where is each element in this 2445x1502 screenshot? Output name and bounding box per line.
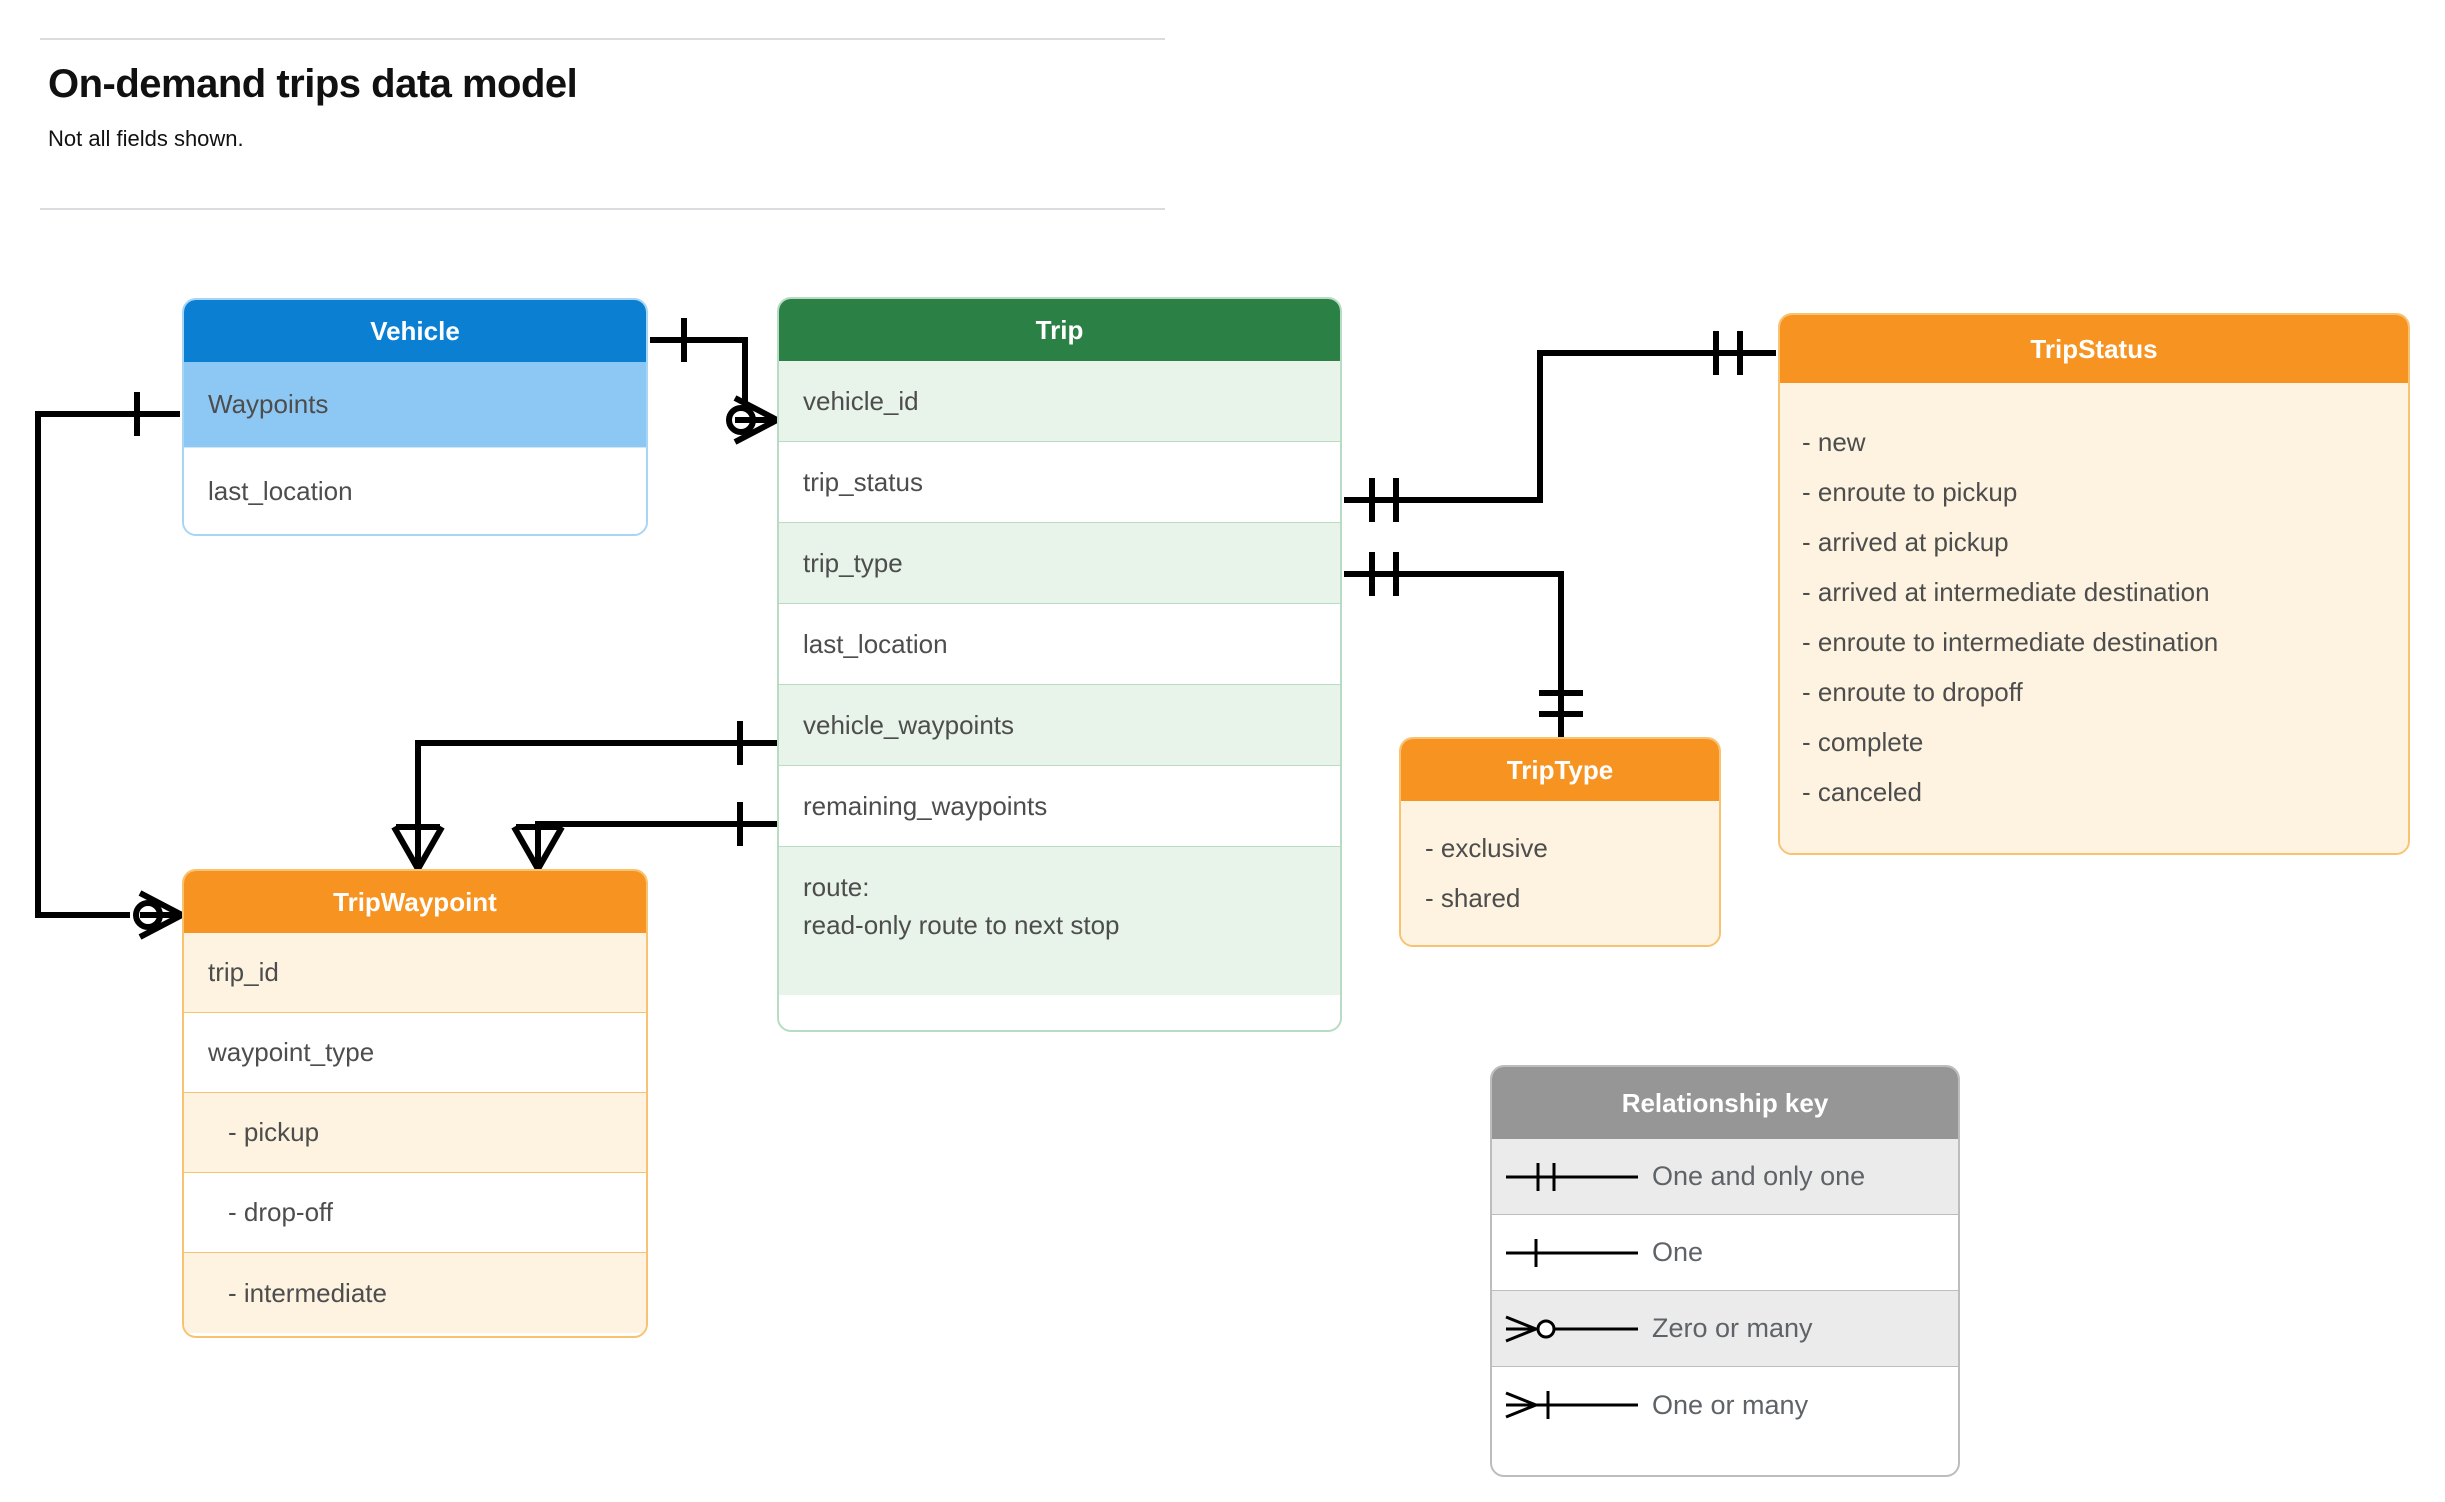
entity-triptype[interactable]: TripType - exclusive - shared <box>1399 737 1721 947</box>
legend-label: Zero or many <box>1652 1313 1813 1343</box>
field-row[interactable]: remaining_waypoints <box>779 766 1340 847</box>
field-row[interactable]: waypoint_type <box>184 1013 646 1093</box>
connector-vehicle-waypoints-to-tripwaypoint <box>35 392 184 940</box>
enum-value: - arrived at intermediate destination <box>1802 577 2210 607</box>
entity-vehicle-title: Vehicle <box>184 300 646 362</box>
entity-tripstatus-values: - new - enroute to pickup - arrived at p… <box>1780 383 2408 853</box>
field-row[interactable]: vehicle_waypoints <box>779 685 1340 766</box>
legend-label: One or many <box>1652 1389 1809 1420</box>
legend-title: Relationship key <box>1492 1067 1958 1139</box>
legend-row-one: One <box>1492 1215 1958 1291</box>
entity-tripstatus[interactable]: TripStatus - new - enroute to pickup - a… <box>1778 313 2410 855</box>
entity-vehicle[interactable]: Vehicle Waypoints last_location <box>182 298 648 536</box>
enum-value-row[interactable]: - pickup <box>184 1093 646 1173</box>
enum-value: - canceled <box>1802 777 1922 807</box>
connector-trip-status-to-tripstatus <box>1344 331 1776 522</box>
legend-label: One <box>1652 1237 1704 1267</box>
zero-or-many-icon <box>1492 1309 1652 1349</box>
enum-value: - exclusive <box>1425 833 1548 863</box>
entity-trip[interactable]: Trip vehicle_id trip_status trip_type la… <box>777 297 1342 1032</box>
enum-value: - arrived at pickup <box>1802 527 2009 557</box>
connector-vehicle-to-trip <box>650 318 779 445</box>
legend-row-one-and-only-one: One and only one <box>1492 1139 1958 1215</box>
field-row[interactable]: Waypoints <box>184 362 646 448</box>
field-row[interactable]: last_location <box>779 604 1340 685</box>
field-row-route[interactable]: route: read-only route to next stop <box>779 847 1340 995</box>
header-divider-top <box>40 38 1165 40</box>
field-row[interactable]: last_location <box>184 448 646 534</box>
one-and-only-one-icon <box>1492 1157 1652 1197</box>
entity-tripstatus-title: TripStatus <box>1780 315 2408 383</box>
entity-triptype-title: TripType <box>1401 739 1719 801</box>
enum-value: - enroute to dropoff <box>1802 677 2023 707</box>
field-row[interactable]: trip_status <box>779 442 1340 523</box>
legend-label: One and only one <box>1652 1161 1866 1191</box>
entity-vehicle-fields: Waypoints last_location <box>184 362 646 534</box>
enum-value: - enroute to intermediate destination <box>1802 627 2219 657</box>
enum-value: - new <box>1802 427 1866 457</box>
page-subtitle: Not all fields shown. <box>48 126 244 151</box>
connector-trip-type-to-triptype <box>1344 552 1583 737</box>
enum-value: - shared <box>1425 883 1521 913</box>
enum-value-row[interactable]: - intermediate <box>184 1253 646 1333</box>
legend-row-one-or-many: One or many <box>1492 1367 1958 1443</box>
legend-row-zero-or-many: Zero or many <box>1492 1291 1958 1367</box>
one-icon <box>1492 1233 1652 1273</box>
field-row[interactable]: trip_type <box>779 523 1340 604</box>
connector-vehicle-waypoints-field-to-tripwaypoint <box>391 721 777 871</box>
route-label: route: <box>803 872 870 902</box>
connector-remaining-waypoints-to-tripwaypoint <box>511 802 777 871</box>
field-row[interactable]: vehicle_id <box>779 361 1340 442</box>
one-or-many-icon <box>1492 1385 1652 1425</box>
page-title: On-demand trips data model <box>48 62 578 106</box>
entity-trip-title: Trip <box>779 299 1340 361</box>
entity-trip-fields: vehicle_id trip_status trip_type last_lo… <box>779 361 1340 995</box>
route-description: read-only route to next stop <box>803 909 1120 940</box>
field-row[interactable]: trip_id <box>184 933 646 1013</box>
entity-tripwaypoint-title: TripWaypoint <box>184 871 646 933</box>
relationship-key-legend: Relationship key One and only one One <box>1490 1065 1960 1477</box>
enum-value: - enroute to pickup <box>1802 477 2018 507</box>
enum-value: - complete <box>1802 727 1924 757</box>
enum-value-row[interactable]: - drop-off <box>184 1173 646 1253</box>
header-divider-bottom <box>40 208 1165 210</box>
entity-tripwaypoint[interactable]: TripWaypoint trip_id waypoint_type - pic… <box>182 869 648 1338</box>
entity-triptype-values: - exclusive - shared <box>1401 801 1719 945</box>
entity-tripwaypoint-fields: trip_id waypoint_type - pickup - drop-of… <box>184 933 646 1333</box>
